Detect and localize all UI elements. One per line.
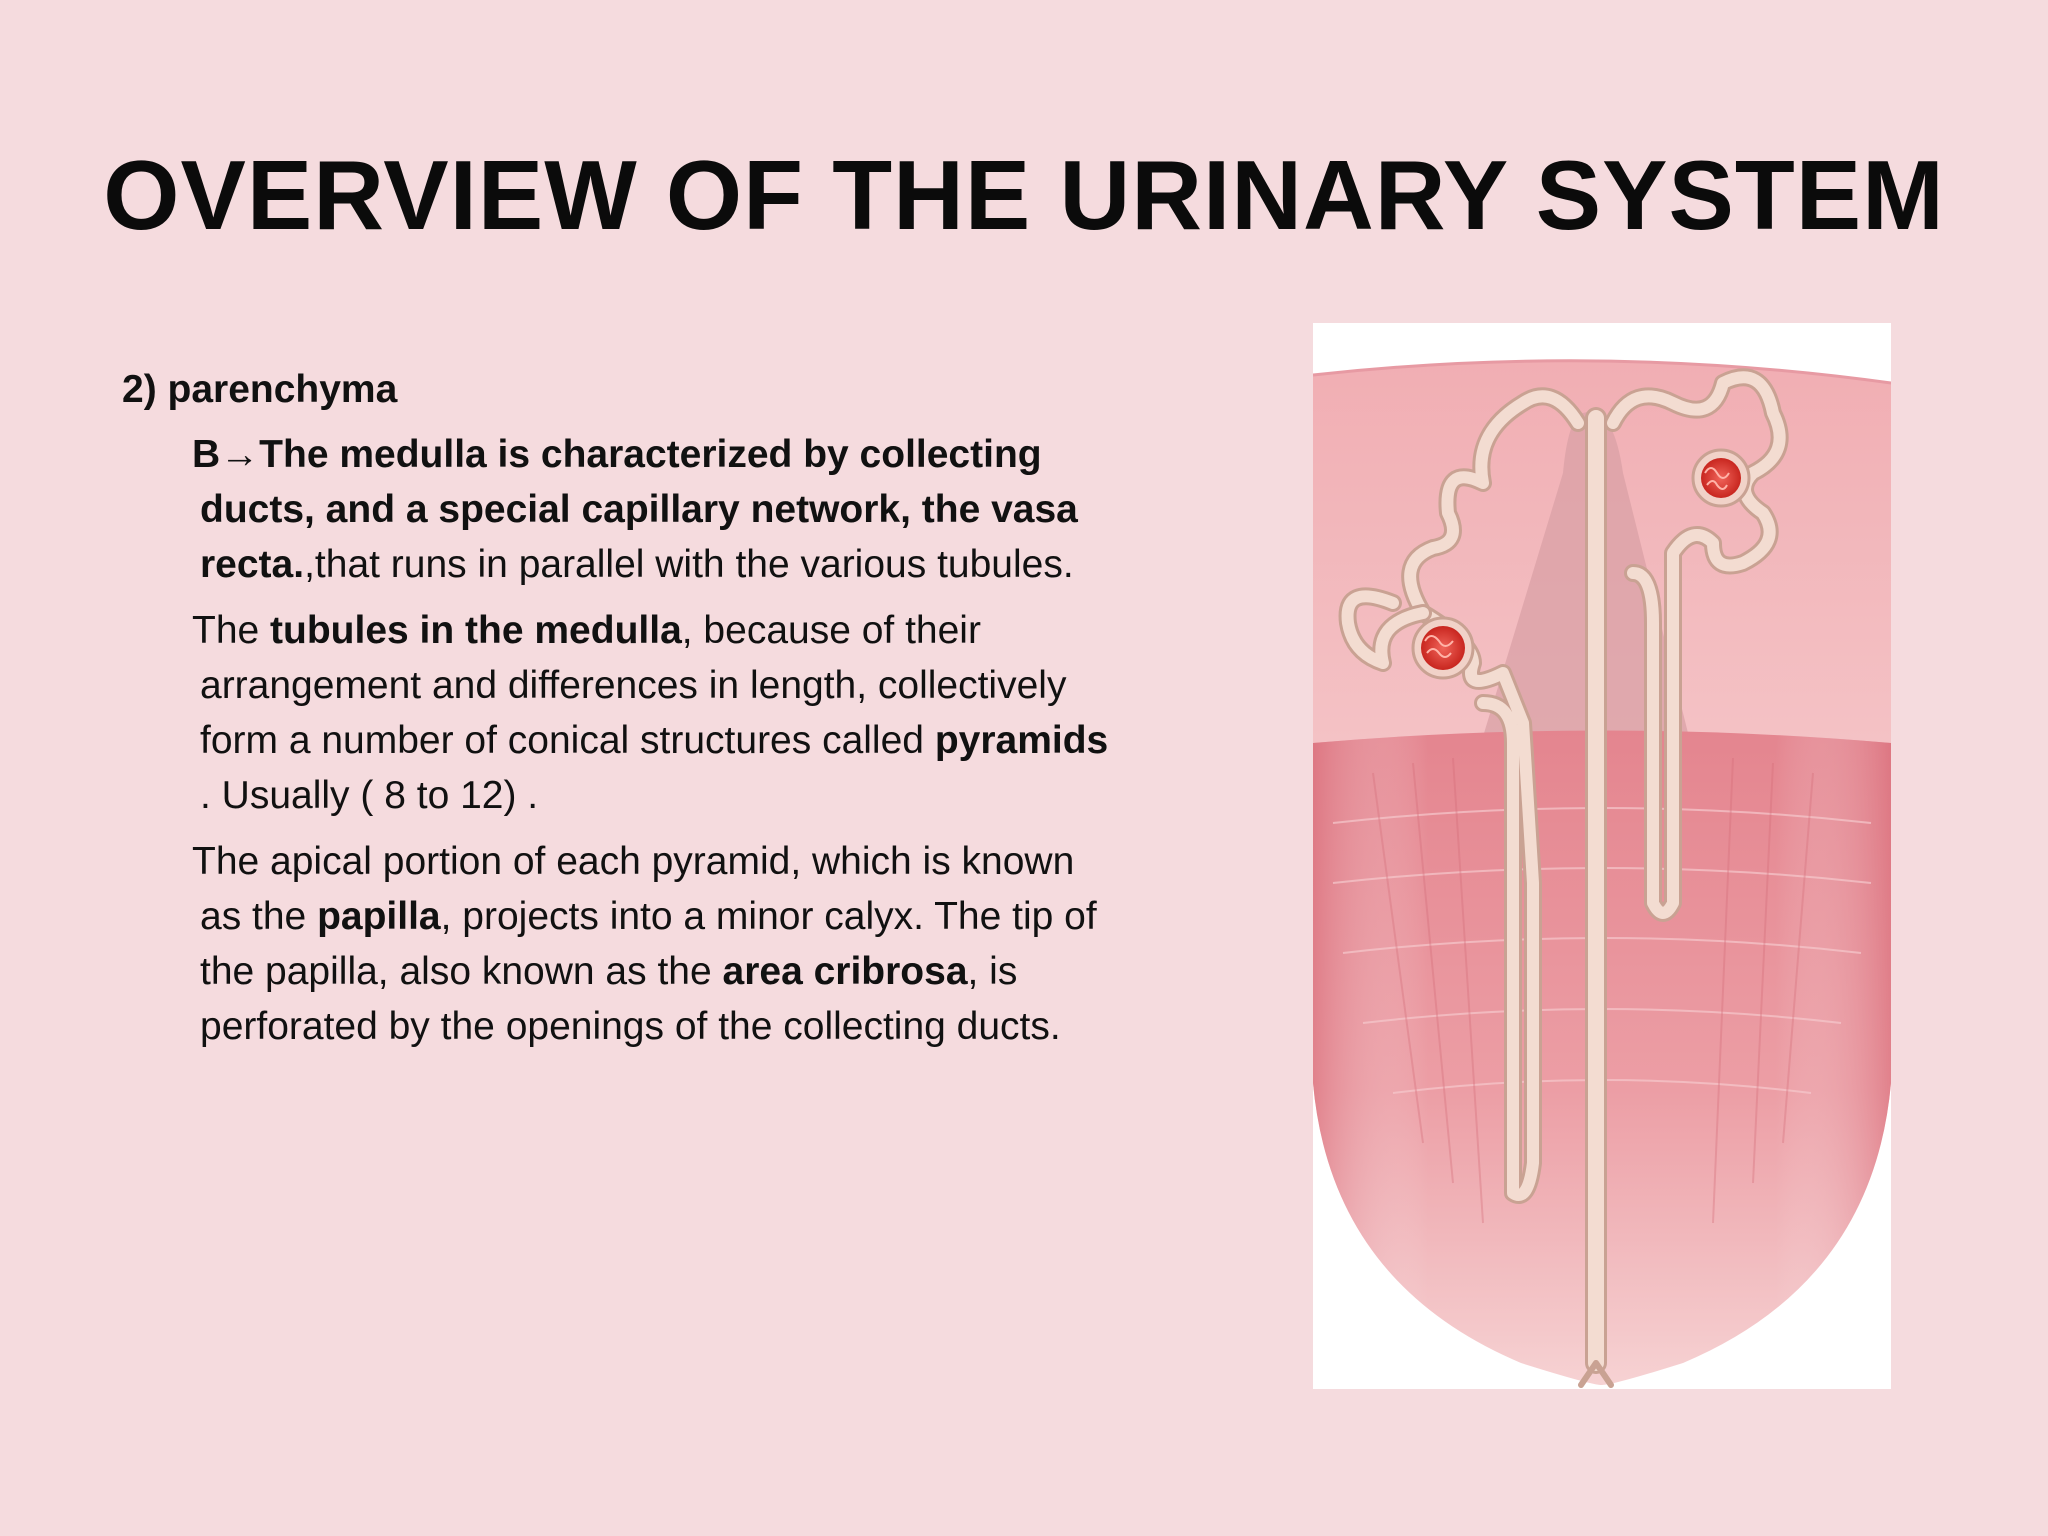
paragraph-text: . Usually ( 8 to 12) . xyxy=(200,774,539,817)
arrow-icon: → xyxy=(220,433,260,476)
term-tubules-in-medulla: tubules in the medulla xyxy=(270,609,682,652)
slide-title: OVERVIEW OF THE URINARY SYSTEM xyxy=(103,140,1945,250)
paragraph-text: , because of their arrangement and diffe… xyxy=(200,609,1067,762)
paragraph-text: , is perforated by the openings of the c… xyxy=(200,950,1061,1048)
paragraph-text: The apical portion of each pyramid, whic… xyxy=(192,840,1075,938)
slide-body: 2) parenchyma B→The medulla is character… xyxy=(120,362,1120,1065)
term-pyramids: pyramids xyxy=(934,719,1109,762)
kidney-pyramid-svg xyxy=(1313,359,1891,1388)
section-heading: 2) parenchyma xyxy=(122,368,398,411)
paragraph-text: , projects into a minor calyx. The tip o… xyxy=(200,895,1097,993)
paragraph-bold-lead: The medulla is characterized by collecti… xyxy=(200,433,1078,586)
term-area-cribrosa: area cribrosa xyxy=(722,950,968,993)
paragraph-prefix: B xyxy=(192,433,221,476)
glomerulus-right xyxy=(1691,448,1751,508)
nephron-left xyxy=(1338,387,1587,1204)
term-papilla: papilla xyxy=(317,895,441,938)
kidney-pyramid-illustration xyxy=(1313,323,1891,1389)
cortex-top-edge xyxy=(1313,359,1891,385)
paragraph-tubules: The tubules in the medulla, because of t… xyxy=(120,603,1120,823)
paragraph-papilla: The apical portion of each pyramid, whic… xyxy=(120,834,1120,1054)
paragraph-medulla: B→The medulla is characterized by collec… xyxy=(120,427,1120,592)
paragraph-text: The xyxy=(192,609,271,652)
paragraph-text: ,that runs in parallel with the various … xyxy=(304,543,1074,586)
collecting-duct xyxy=(1578,407,1614,1388)
vasa-recta-lines xyxy=(1372,757,1814,1224)
nephron-right xyxy=(1604,368,1789,922)
glomerulus-left xyxy=(1411,616,1475,680)
